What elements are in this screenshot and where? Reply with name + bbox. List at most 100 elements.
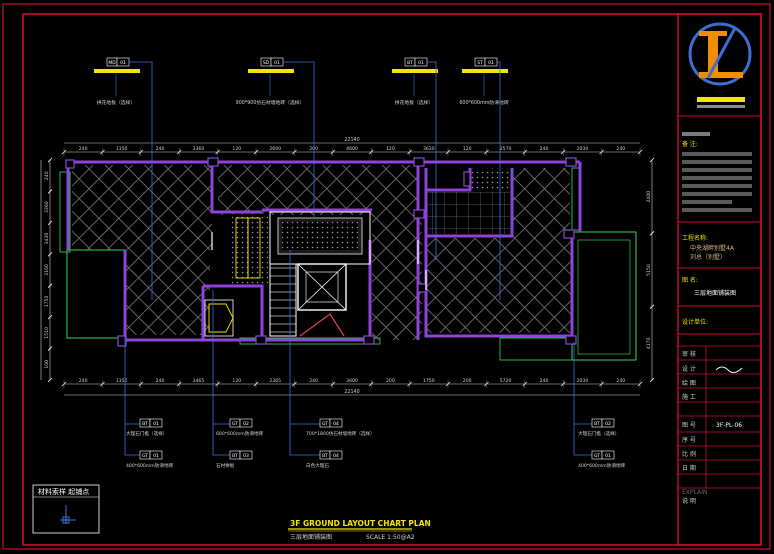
dim-left-label: 1510 (44, 327, 50, 339)
dim-bottom-label: 1350 (116, 378, 128, 384)
hatch-room-ne (512, 168, 570, 238)
dim-left-label: 3360 (44, 201, 50, 213)
tag-leader (283, 61, 315, 218)
dim-top-label: 2600 (269, 146, 281, 152)
tb-build-label: 施 工 (682, 393, 696, 401)
tb-rows (678, 345, 761, 489)
drawing-scale: SCALE 1:50@A2 (366, 534, 415, 541)
tb-scale-label: 比 例 (682, 450, 696, 458)
dim-bottom-label: 240 (309, 378, 318, 384)
tb-drawing-name: 三层地面铺装图 (694, 289, 736, 297)
dim-bottom-label: 240 (79, 378, 88, 384)
designer-signature (715, 366, 743, 373)
tb-sheet-no: 3F-PL-06 (716, 422, 742, 429)
tag-text: 600*600mm防滑地砖 (459, 99, 508, 106)
tag-leader (129, 61, 153, 300)
dim-bottom-label: 240 (540, 378, 549, 384)
btag-num-box-2 (601, 450, 615, 460)
drawing-title: 3F GROUND LAYOUT CHART PLAN (290, 519, 431, 528)
btag-code: BT (594, 421, 600, 427)
btag-num-2: 04 (333, 453, 339, 459)
dim-right-label: 4170 (646, 337, 652, 349)
btag-num-box-2 (239, 450, 253, 460)
btag-leader (124, 336, 140, 456)
tb-draw-label: 绘 图 (682, 379, 696, 387)
door-thresholds (211, 232, 427, 290)
dim-bottom-label: 200 (463, 378, 472, 384)
tag-text: 拼花地板（选样） (97, 99, 135, 106)
btag-leader (573, 342, 592, 456)
tag-code: BT (407, 60, 413, 66)
tag-leader (497, 61, 501, 300)
tag-code: ST (477, 60, 483, 66)
btag-num-box (601, 418, 615, 428)
tag-yellow-bar (462, 69, 508, 73)
dim-bottom-label: 120 (232, 378, 241, 384)
dim-bottom-overall-label: 22140 (344, 389, 359, 395)
tag-num: 01 (274, 60, 280, 66)
title-block-border (677, 13, 762, 546)
hatch-room-n (218, 165, 418, 215)
dim-bottom-label: 2365 (269, 378, 281, 384)
dim-bottom-label: 2030 (577, 378, 589, 384)
tb-sheet-no-label: 图 号 (682, 422, 696, 429)
balcony-east (571, 231, 637, 361)
tb-project-line1: 中央湖畔别墅4A (690, 244, 735, 252)
btag-num-box-2 (329, 450, 343, 460)
dim-top-overall-label: 22140 (344, 137, 359, 143)
tb-design-unit-label: 设计单位: (682, 318, 708, 326)
dim-top-label: 240 (79, 146, 88, 152)
dim-right-tick (649, 304, 655, 309)
hatch-room-e (426, 238, 571, 333)
dots-fixture (470, 168, 512, 190)
btag-text-2: 石材拼板 (216, 462, 235, 469)
btag-num-2: 03 (243, 453, 249, 459)
dim-left-label: 3160 (44, 264, 50, 276)
btag-code-2: BT (232, 453, 238, 459)
tb-explain-label: 说 明 (682, 497, 696, 505)
dim-right-tick (649, 157, 655, 163)
btag-text-2: 白色大理石 (306, 462, 329, 469)
btag-num-2: 01 (153, 453, 159, 459)
dim-left-tick (47, 377, 53, 383)
tag-yellow-bar (392, 69, 438, 73)
hatch-corridor (372, 210, 422, 340)
btag-code: BT (142, 421, 148, 427)
tag-num: 01 (120, 60, 126, 66)
tag-code: SD (263, 60, 270, 66)
dim-left-tick (47, 252, 53, 257)
dim-bottom-label: 5720 (500, 378, 512, 384)
drawing-title-group: 3F GROUND LAYOUT CHART PLAN 三层地面铺装图 SCAL… (288, 519, 431, 541)
tb-project-label: 工程名称: (682, 234, 708, 242)
dim-left-tick (47, 314, 53, 320)
dim-top-label: 240 (156, 146, 165, 152)
dim-right-label: 2400 (646, 191, 652, 203)
btag-code-2: GT (142, 453, 148, 459)
balcony-east-inner (577, 239, 631, 355)
dim-left-label: 100 (44, 360, 50, 369)
dim-bottom-label: 1750 (423, 378, 435, 384)
dim-top-label: 1350 (116, 146, 128, 152)
dim-left-tick (47, 346, 53, 351)
dim-left-label: 240 (44, 171, 50, 180)
dim-left-tick (47, 189, 53, 194)
dim-right-tick (649, 377, 655, 383)
btag-num-box (149, 418, 163, 428)
hatch-room-w (125, 250, 210, 335)
btag-num: 01 (153, 421, 159, 427)
grid-bath (426, 192, 510, 234)
logo-underline (697, 97, 745, 102)
dim-left-tick (47, 157, 53, 163)
tb-section-label: 备 注: (682, 140, 698, 148)
